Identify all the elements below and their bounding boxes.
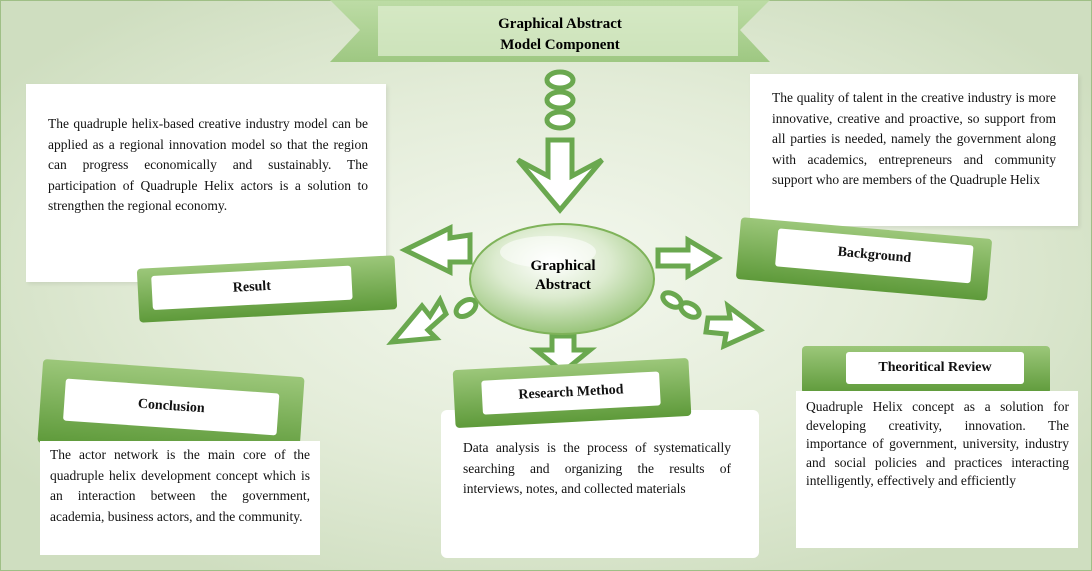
- research-method-text-box: Data analysis is the process of systemat…: [441, 410, 759, 558]
- chain-link-1: [544, 69, 576, 91]
- conclusion-label: Conclusion: [137, 396, 206, 417]
- down-arrow-icon: [516, 137, 604, 214]
- research-method-text: Data analysis is the process of systemat…: [463, 440, 731, 496]
- title-line-1: Graphical Abstract: [498, 16, 622, 32]
- conclusion-text: The actor network is the main core of th…: [50, 447, 310, 524]
- result-label: Result: [232, 278, 272, 296]
- background-text-box: The quality of talent in the creative in…: [750, 74, 1078, 226]
- left-arrow-icon: [399, 223, 473, 277]
- theoritical-review-label: Theoritical Review: [878, 360, 992, 375]
- chain-link-2: [544, 89, 576, 111]
- title-line-2: Model Component: [500, 37, 620, 53]
- theoritical-review-tab: Theoritical Review: [802, 346, 1050, 394]
- conclusion-text-box: The actor network is the main core of th…: [40, 441, 320, 555]
- background-label: Background: [836, 244, 912, 267]
- research-method-label: Research Method: [518, 382, 624, 403]
- center-line-2: Abstract: [535, 277, 591, 293]
- chain-link-left: [453, 296, 479, 320]
- theoritical-review-text-box: Quadruple Helix concept as a solution fo…: [796, 391, 1078, 548]
- theoritical-review-text: Quadruple Helix concept as a solution fo…: [806, 399, 1069, 488]
- research-method-tab: Research Method: [452, 357, 692, 429]
- bottom-down-arrow-icon: [528, 333, 598, 376]
- chain-link-3: [544, 109, 576, 131]
- down-left-arrow-icon: [386, 294, 450, 346]
- chain-link-right-2: [678, 300, 702, 320]
- center-label: Graphical Abstract: [488, 257, 638, 295]
- diagram-title: Graphical Abstract Model Component: [400, 14, 720, 56]
- right-arrow-icon: [655, 235, 723, 281]
- result-text: The quadruple helix-based creative indus…: [48, 116, 368, 213]
- background-text: The quality of talent in the creative in…: [772, 90, 1056, 187]
- result-text-box: The quadruple helix-based creative indus…: [26, 84, 386, 282]
- center-line-1: Graphical: [530, 258, 596, 274]
- down-right-arrow-icon: [703, 300, 765, 351]
